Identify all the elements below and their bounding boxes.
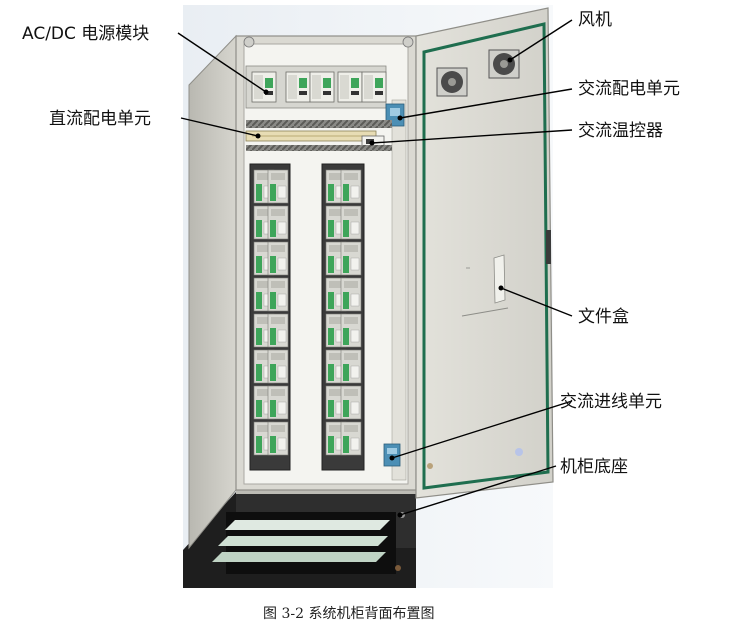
label-ac-distribution: 交流配电单元 (578, 79, 680, 99)
dc-distribution-unit (245, 130, 377, 142)
cabinet-side-panel (188, 34, 237, 550)
leader-base (399, 465, 557, 516)
leader-filebox (500, 287, 573, 317)
vent-rail-top (246, 120, 392, 128)
acdc-module-shelf (245, 65, 387, 109)
leader-ac-dist (399, 88, 573, 119)
label-file-box: 文件盒 (578, 307, 629, 327)
leader-lines (177, 19, 573, 516)
ac-inlet-unit (383, 443, 401, 467)
vent-rail-middle (246, 145, 392, 151)
figure-caption: 图 3-2 系统机柜背面布置图 (263, 606, 434, 622)
label-cabinet-base: 机柜底座 (560, 457, 628, 477)
leader-thermostat (371, 129, 573, 144)
label-ac-inlet: 交流进线单元 (560, 392, 662, 412)
leader-dc (180, 117, 259, 137)
leader-ac-inlet (391, 400, 573, 459)
leader-fan (509, 19, 573, 61)
label-acdc-module: AC/DC 电源模块 (22, 24, 149, 44)
door-seal (422, 22, 550, 490)
label-ac-thermostat: 交流温控器 (578, 121, 663, 141)
file-box (461, 254, 509, 317)
module-rack-right (321, 163, 365, 471)
leader-acdc (177, 32, 267, 93)
leader-dots (255, 57, 513, 518)
label-fan: 风机 (578, 10, 612, 30)
rear-door (415, 7, 554, 499)
module-rack-left (249, 163, 291, 471)
cabinet-base (183, 486, 416, 588)
label-dc-distribution: 直流配电单元 (49, 109, 151, 129)
